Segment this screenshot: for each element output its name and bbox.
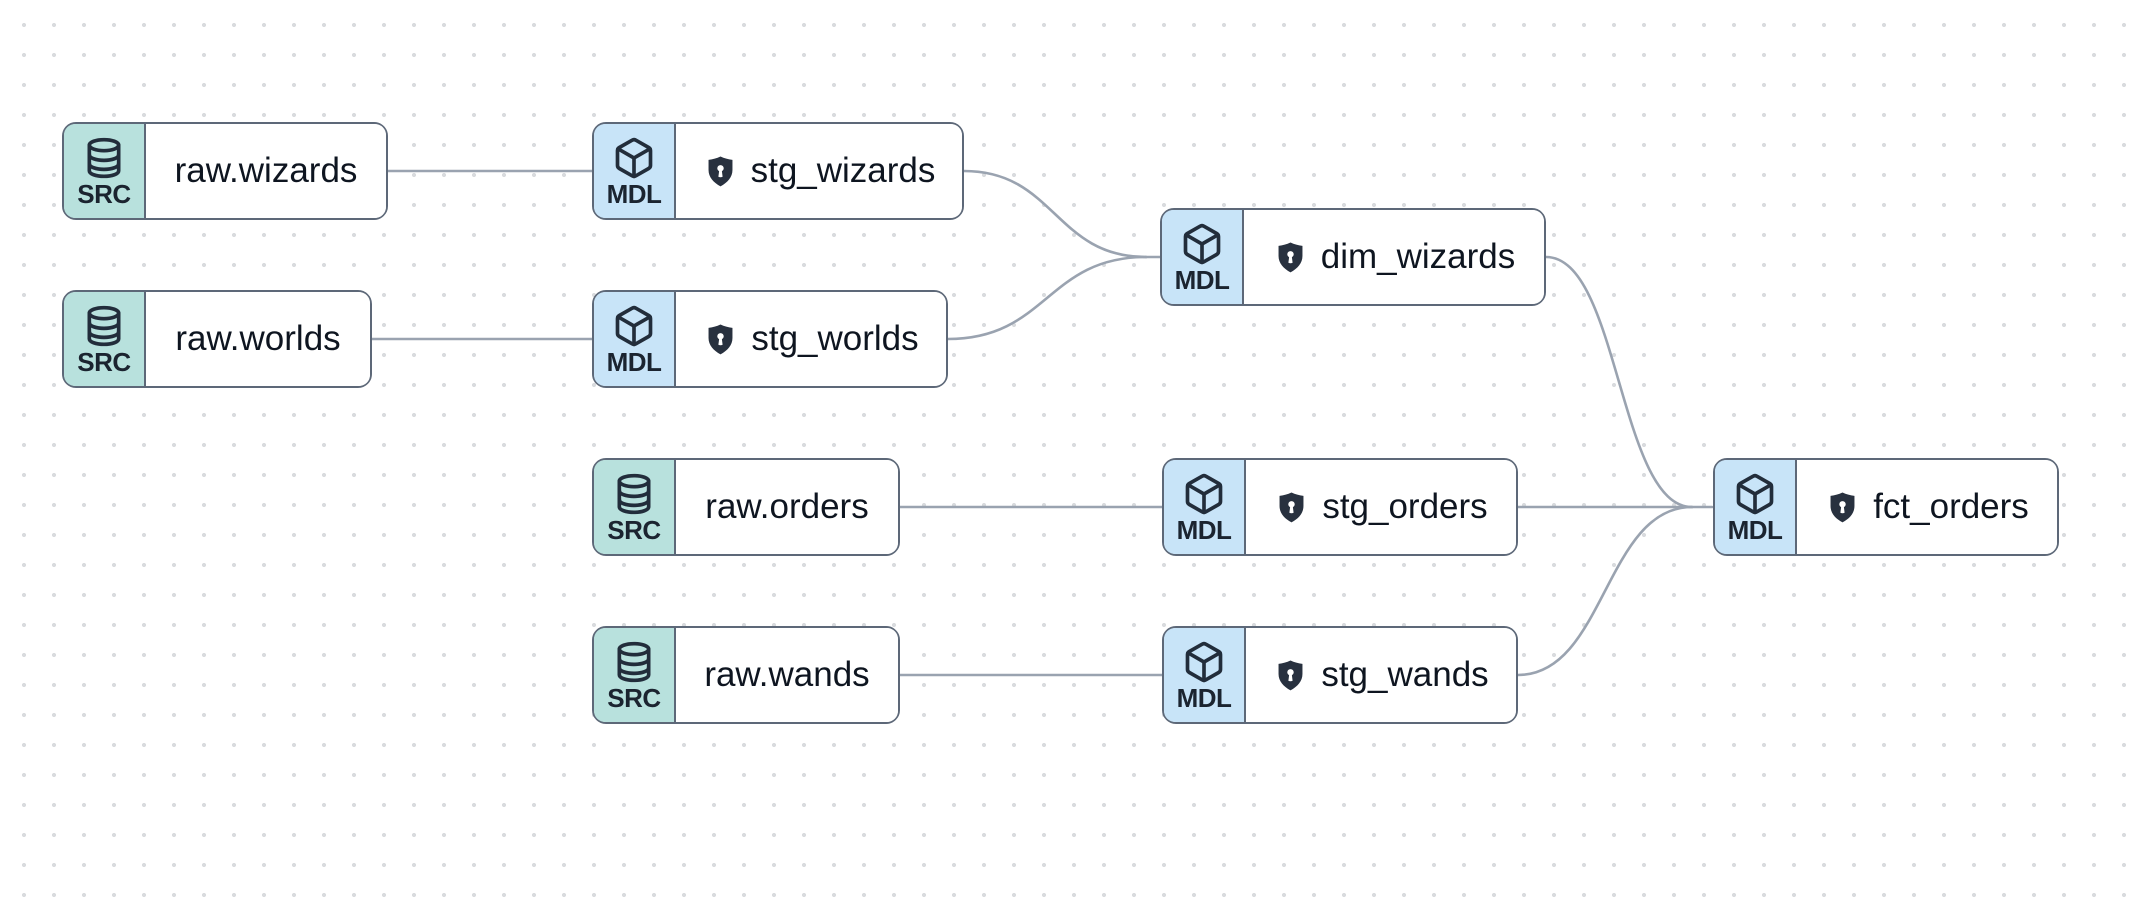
badge-label: MDL (1176, 682, 1232, 713)
node-stg-wands[interactable]: MDL stg_wands (1162, 626, 1518, 724)
cube-icon (612, 304, 656, 348)
source-badge: SRC (64, 124, 146, 218)
node-label: stg_orders (1322, 487, 1488, 526)
database-icon (612, 640, 656, 684)
node-label: fct_orders (1873, 487, 2029, 526)
edge-stg-wizards-to-dim-wizards (962, 169, 1148, 259)
shield-lock-icon (1273, 658, 1308, 693)
node-raw-wands[interactable]: SRC raw.wands (592, 626, 900, 724)
edge-stg-wands-to-fct-orders (1516, 505, 1694, 677)
node-label: raw.worlds (175, 319, 341, 358)
cube-icon (1182, 640, 1226, 684)
badge-label: SRC (77, 346, 131, 377)
model-badge: MDL (1164, 460, 1246, 554)
model-badge: MDL (594, 124, 676, 218)
node-body: raw.orders (676, 460, 898, 554)
cube-icon (1733, 472, 1777, 516)
edge-dim-wizards-to-fct-orders (1544, 255, 1694, 509)
badge-label: MDL (1727, 514, 1783, 545)
badge-label: MDL (606, 346, 662, 377)
node-raw-worlds[interactable]: SRC raw.worlds (62, 290, 372, 388)
node-stg-worlds[interactable]: MDL stg_worlds (592, 290, 948, 388)
source-badge: SRC (64, 292, 146, 386)
node-label: raw.wands (704, 655, 870, 694)
source-badge: SRC (594, 628, 676, 722)
node-raw-orders[interactable]: SRC raw.orders (592, 458, 900, 556)
node-body: raw.wizards (146, 124, 386, 218)
node-body: stg_wands (1246, 628, 1516, 722)
shield-lock-icon (1273, 240, 1308, 275)
cube-icon (1180, 222, 1224, 266)
cube-icon (1182, 472, 1226, 516)
node-body: raw.worlds (146, 292, 370, 386)
shield-lock-icon (1825, 490, 1860, 525)
cube-icon (612, 136, 656, 180)
node-body: dim_wizards (1244, 210, 1544, 304)
node-label: stg_worlds (751, 319, 919, 358)
node-stg-orders[interactable]: MDL stg_orders (1162, 458, 1518, 556)
node-dim-wizards[interactable]: MDL dim_wizards (1160, 208, 1546, 306)
shield-lock-icon (703, 154, 738, 189)
node-body: fct_orders (1797, 460, 2057, 554)
node-label: stg_wizards (750, 151, 936, 190)
node-body: raw.wands (676, 628, 898, 722)
node-label: raw.orders (705, 487, 869, 526)
node-body: stg_wizards (676, 124, 962, 218)
model-badge: MDL (594, 292, 676, 386)
database-icon (82, 304, 126, 348)
database-icon (82, 136, 126, 180)
node-label: dim_wizards (1320, 237, 1516, 276)
node-label: raw.wizards (174, 151, 358, 190)
node-stg-wizards[interactable]: MDL stg_wizards (592, 122, 964, 220)
database-icon (612, 472, 656, 516)
badge-label: MDL (1176, 514, 1232, 545)
node-label: stg_wands (1321, 655, 1489, 694)
edge-stg-worlds-to-dim-wizards (946, 255, 1148, 341)
source-badge: SRC (594, 460, 676, 554)
model-badge: MDL (1162, 210, 1244, 304)
badge-label: MDL (1174, 264, 1230, 295)
badge-label: MDL (606, 178, 662, 209)
node-fct-orders[interactable]: MDL fct_orders (1713, 458, 2059, 556)
badge-label: SRC (607, 682, 661, 713)
model-badge: MDL (1715, 460, 1797, 554)
node-raw-wizards[interactable]: SRC raw.wizards (62, 122, 388, 220)
badge-label: SRC (77, 178, 131, 209)
shield-lock-icon (703, 322, 738, 357)
shield-lock-icon (1274, 490, 1309, 525)
model-badge: MDL (1164, 628, 1246, 722)
badge-label: SRC (607, 514, 661, 545)
node-body: stg_orders (1246, 460, 1516, 554)
node-body: stg_worlds (676, 292, 946, 386)
